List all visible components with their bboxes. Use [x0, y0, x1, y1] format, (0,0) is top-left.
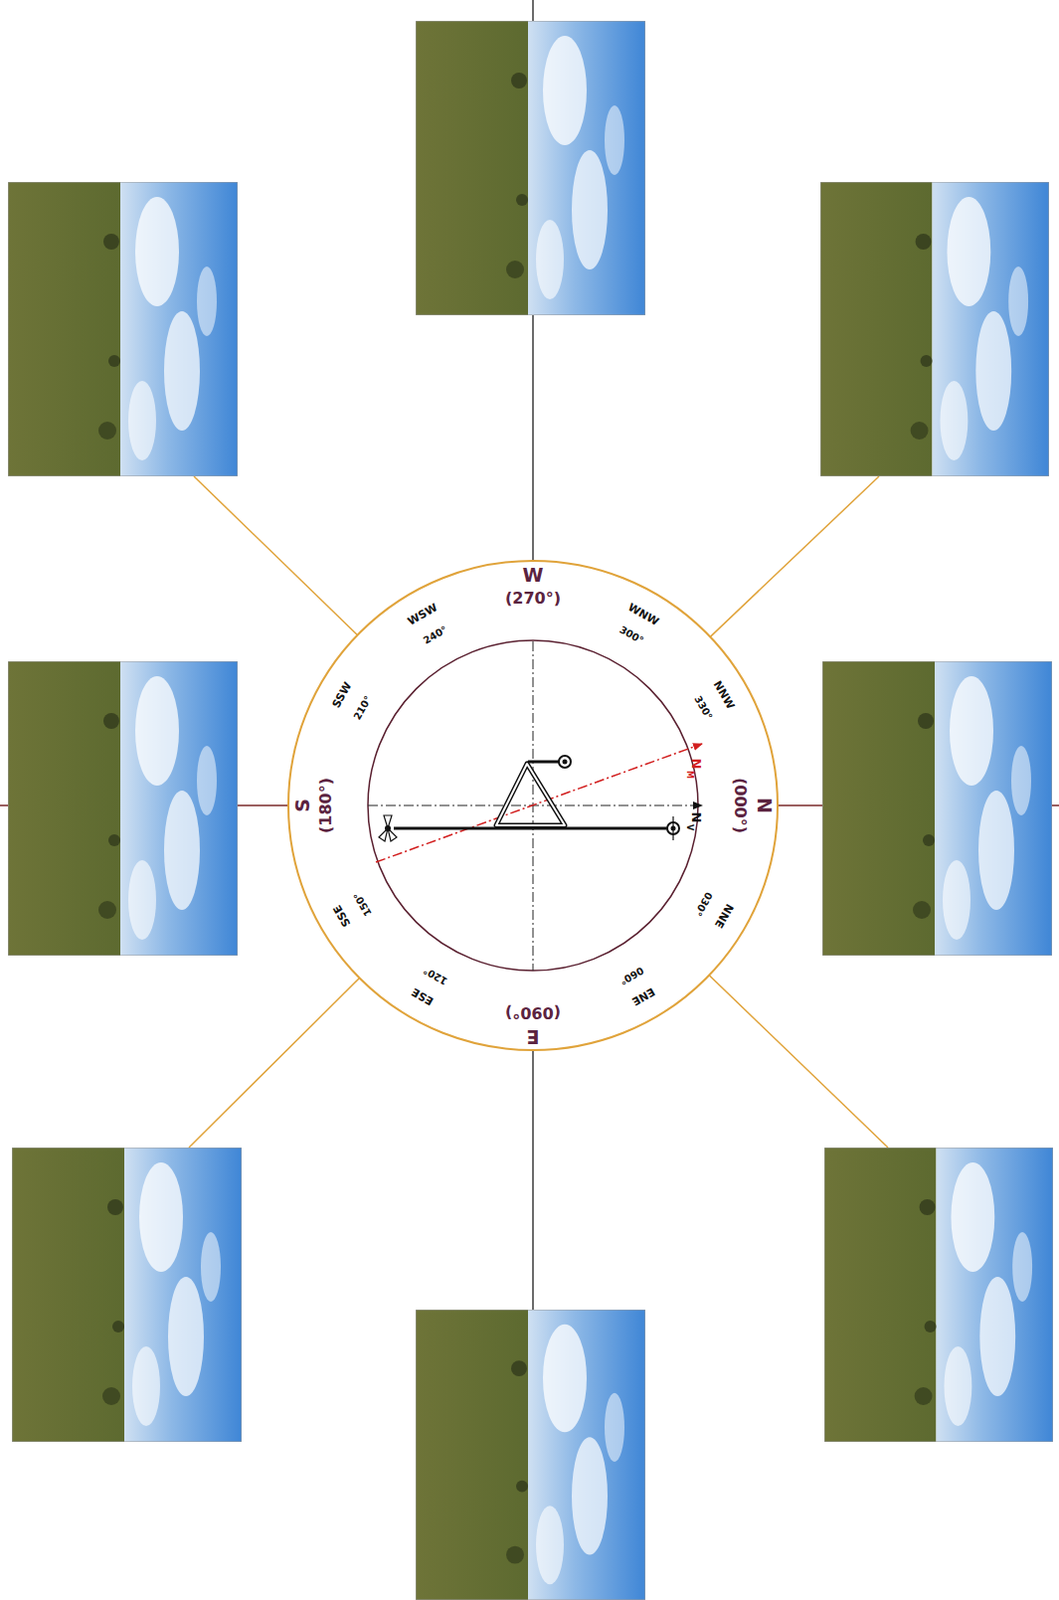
cardinal-label: W: [523, 565, 544, 585]
photo-east: [415, 1309, 646, 1600]
magnetic-north-subscript: M: [685, 770, 694, 779]
photo-northwest: [820, 181, 1050, 477]
magnetic-north-arrow: [375, 743, 703, 863]
magnetic-north-label: N: [690, 758, 704, 770]
bearing-label: (180°): [318, 777, 335, 834]
cardinal-label: S: [293, 798, 313, 813]
photo-northeast: [824, 1147, 1054, 1442]
cardinal-label: N: [754, 797, 774, 814]
sensor: [558, 755, 571, 768]
bearing-label: (270°): [505, 590, 561, 607]
true-north-subscript: V: [685, 824, 694, 831]
cardinal-label: E: [527, 1027, 540, 1047]
photo-southwest: [7, 181, 238, 477]
wind-vane: [378, 815, 397, 842]
true-north-label: N: [690, 812, 704, 824]
photo-west: [415, 20, 646, 316]
photo-south: [7, 661, 238, 956]
photo-north: [822, 661, 1053, 956]
boom: [528, 760, 559, 764]
photo-southeast: [11, 1147, 242, 1442]
tower-triangle: [496, 763, 565, 826]
bearing-label: (000°): [731, 777, 748, 834]
bearing-label: (090°): [505, 1004, 561, 1021]
outer-ring: [288, 560, 778, 1051]
